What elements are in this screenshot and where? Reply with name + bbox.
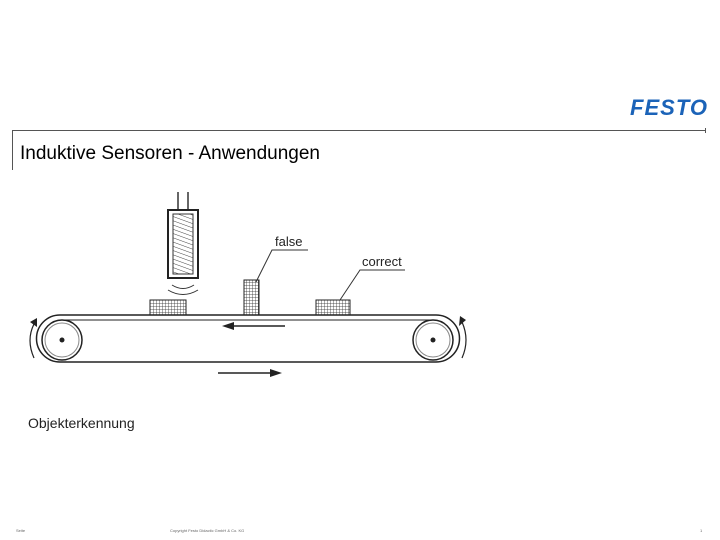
belt-direction-arrow-bottom	[218, 369, 282, 377]
right-rotation-arrow	[461, 321, 467, 359]
caption: Objekterkennung	[28, 415, 135, 431]
label-false: false	[275, 234, 302, 249]
label-correct: correct	[362, 254, 402, 269]
footer-left: Seite	[16, 528, 26, 533]
belt-direction-arrow-top	[222, 322, 285, 330]
left-roller	[41, 319, 83, 361]
header-divider	[12, 130, 706, 131]
header-divider-right	[705, 128, 706, 133]
header-divider-left	[12, 130, 13, 170]
correct-leader-line	[339, 269, 405, 301]
object-upright-false	[243, 279, 260, 316]
conveyor-belt	[35, 314, 461, 363]
false-leader-line	[255, 249, 308, 283]
festo-logo: FESTO	[630, 95, 708, 121]
object-flat-correct	[315, 299, 351, 316]
footer-page-number: 1	[700, 528, 703, 533]
right-roller	[412, 319, 454, 361]
logo-text: FESTO	[630, 95, 708, 120]
inductive-sensor	[167, 192, 199, 295]
left-rotation-arrow	[29, 323, 35, 359]
footer-copyright: Copyright Festo Didactic GmbH & Co. KG	[170, 528, 245, 533]
object-flat-left	[149, 299, 187, 316]
page-title: Induktive Sensoren - Anwendungen	[20, 143, 320, 164]
